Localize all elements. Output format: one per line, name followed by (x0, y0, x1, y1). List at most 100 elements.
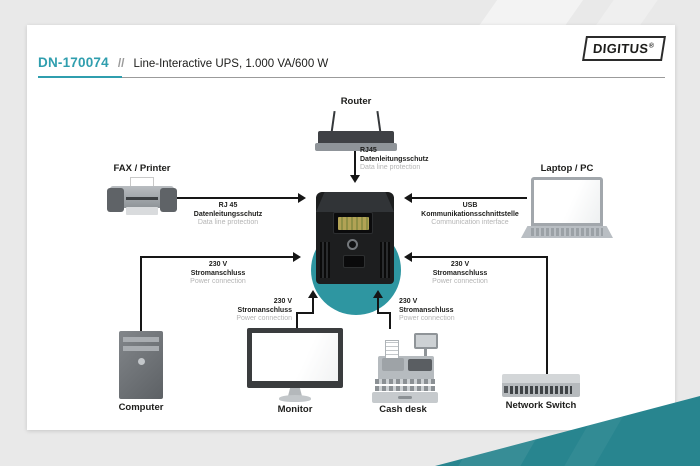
arrowhead-right-icon (298, 193, 306, 203)
monitor-label: Monitor (277, 404, 313, 415)
connection-label-en: Data line protection (197, 219, 259, 227)
arrow-computer-to-ups (140, 256, 293, 258)
arrow-monitor-to-ups (296, 312, 314, 314)
connection-type: 230 V (399, 298, 418, 305)
cash-desk-icon (408, 359, 432, 371)
connection-label-router: RJ45 Datenleitungsschutz Data line prote… (360, 147, 470, 173)
arrowhead-down-icon (350, 175, 360, 183)
brand-name: DIGITUS® (592, 41, 656, 56)
printer-icon (107, 188, 124, 212)
page-title: Line-Interactive UPS, 1.000 VA/600 W (133, 58, 329, 70)
ups-power-button (347, 239, 358, 250)
header-rule-accent (38, 76, 122, 78)
arrow-router-to-ups (354, 151, 356, 175)
connection-label-fax: RJ 45 Datenleitungsschutz Data line prot… (178, 202, 278, 228)
arrowhead-left-icon (404, 252, 412, 262)
connection-type: RJ45 (360, 147, 377, 154)
cash-desk-receipt (385, 340, 399, 360)
connection-label-de: Stromanschluss (237, 306, 292, 314)
connection-label-de: Stromanschluss (399, 306, 454, 314)
connection-label-switch: 230 V Stromanschluss Power connection (410, 261, 510, 287)
printer-icon (126, 207, 158, 215)
cash-desk-icon (382, 358, 404, 371)
arrow-monitor-to-ups (312, 298, 314, 314)
connection-label-en: Power connection (399, 315, 455, 323)
arrow-laptop-to-ups (412, 197, 527, 199)
computer-icon (123, 346, 159, 351)
laptop-pc-label: Laptop / PC (540, 163, 594, 174)
connection-label-de: Datenleitungsschutz (360, 155, 429, 163)
ups-vent (320, 242, 330, 278)
arrowhead-up-icon (373, 290, 383, 298)
ups-vent (380, 242, 390, 278)
connection-type: 230 V (450, 261, 470, 268)
ups-lcd-screen (338, 217, 369, 230)
cash-desk-display (414, 333, 438, 349)
connection-label-de: Stromanschluss (432, 269, 488, 277)
ups-unit-icon (316, 192, 394, 284)
monitor-icon (288, 388, 302, 396)
arrow-cashdesk-to-ups (377, 312, 391, 314)
digitus-logo: DIGITUS® (582, 36, 666, 61)
network-switch-icon (504, 386, 508, 393)
arrow-switch-to-ups (412, 256, 548, 258)
background-streak (595, 0, 661, 26)
monitor-icon (252, 333, 338, 381)
arrow-switch-to-ups (546, 258, 548, 374)
connection-label-computer: 230 V Stromanschluss Power connection (168, 261, 268, 287)
computer-icon (119, 331, 163, 399)
computer-icon (123, 337, 159, 342)
laptop-icon (531, 228, 603, 236)
arrowhead-up-icon (308, 290, 318, 298)
registered-mark: ® (648, 42, 656, 50)
connection-label-monitor: 230 V Stromanschluss Power connection (192, 298, 292, 324)
arrow-cashdesk-to-ups (389, 313, 391, 329)
connection-label-de: Datenleitungsschutz (193, 210, 263, 218)
connection-label-cashdesk: 230 V Stromanschluss Power connection (399, 298, 509, 324)
header-separator: // (117, 56, 125, 70)
connection-type: RJ 45 (218, 202, 238, 209)
router-icon (315, 143, 397, 151)
connection-label-de: Stromanschluss (190, 269, 246, 277)
cash-desk-keys (375, 379, 435, 384)
connection-type: 230 V (208, 261, 228, 268)
printer-icon (126, 197, 158, 200)
ups-outlet (343, 255, 365, 268)
arrowhead-left-icon (404, 193, 412, 203)
connection-label-en: Power connection (432, 278, 488, 286)
arrow-monitor-to-ups (296, 313, 298, 329)
computer-icon (138, 358, 145, 365)
cash-desk-keys (375, 386, 435, 391)
cash-desk-icon (398, 396, 412, 399)
header-rule (38, 77, 665, 78)
cash-desk-icon (372, 333, 438, 403)
laptop-icon (531, 177, 603, 226)
fax-printer-label: FAX / Printer (113, 163, 171, 174)
network-switch-label: Network Switch (505, 400, 577, 411)
product-code: DN-170074 (38, 55, 109, 70)
router-label: Router (340, 96, 372, 107)
connection-label-en: Power connection (236, 315, 292, 323)
ups-lcd-display (333, 212, 373, 234)
connection-label-en: Power connection (190, 278, 246, 286)
ups-top-face (316, 192, 394, 212)
cash-desk-label: Cash desk (379, 404, 427, 415)
router-icon (318, 131, 394, 145)
arrowhead-right-icon (293, 252, 301, 262)
cash-desk-icon (424, 349, 427, 358)
network-switch-ports (510, 386, 572, 394)
connection-label-en: Communication interface (431, 219, 509, 227)
connection-type: USB (462, 202, 478, 209)
page-header: DN-170074 // Line-Interactive UPS, 1.000… (38, 55, 328, 70)
computer-label: Computer (118, 402, 164, 413)
network-switch-icon (502, 374, 580, 383)
arrow-computer-to-ups (140, 258, 142, 331)
connection-label-laptop: USB Kommunikationsschnittstelle Communic… (395, 202, 545, 228)
printer-icon (160, 188, 177, 212)
arrow-fax-to-ups (177, 197, 298, 199)
monitor-icon (279, 395, 311, 402)
connection-label-de: Kommunikationsschnittstelle (421, 210, 519, 218)
connection-type: 230 V (273, 298, 292, 305)
arrow-cashdesk-to-ups (377, 298, 379, 314)
